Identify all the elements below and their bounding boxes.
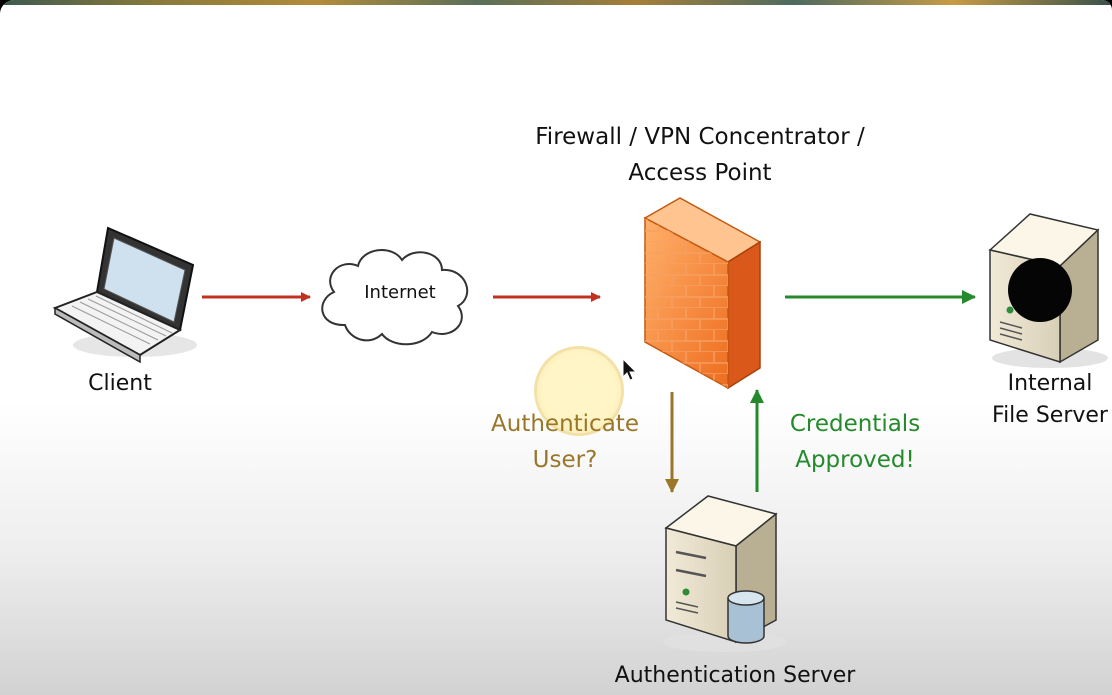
cursor-highlight [537, 349, 621, 433]
firewall-title: Firewall / VPN Concentrator / Access Poi… [480, 119, 920, 191]
firewall-title-line2: Access Point [628, 160, 772, 186]
file-server-disc-icon [1008, 258, 1072, 322]
file-server-label: Internal File Server [985, 366, 1112, 434]
file-server-label-line1: Internal [1007, 371, 1093, 396]
firewall-title-line1: Firewall / VPN Concentrator / [535, 124, 865, 150]
authenticate-user-line1: Authenticate [491, 411, 639, 437]
credentials-approved-line1: Credentials [789, 411, 921, 437]
authenticate-user-line2: User? [532, 447, 598, 473]
firewall-icon [643, 197, 762, 390]
client-label: Client [88, 371, 152, 396]
internet-label: Internet [364, 282, 436, 303]
database-icon [727, 590, 765, 644]
video-top-strip [0, 0, 1112, 5]
cloud-icon [321, 248, 469, 346]
credentials-approved-label: Credentials Approved! [770, 406, 940, 478]
authenticate-user-label: Authenticate User? [480, 406, 650, 478]
auth-server-label: Authentication Server [614, 663, 856, 688]
laptop-icon [52, 226, 197, 364]
mouse-cursor-icon [622, 358, 638, 381]
server-icon [988, 213, 1108, 368]
file-server-label-line2: File Server [992, 403, 1108, 428]
credentials-approved-line2: Approved! [795, 447, 915, 473]
auth-server-icon [663, 495, 787, 652]
